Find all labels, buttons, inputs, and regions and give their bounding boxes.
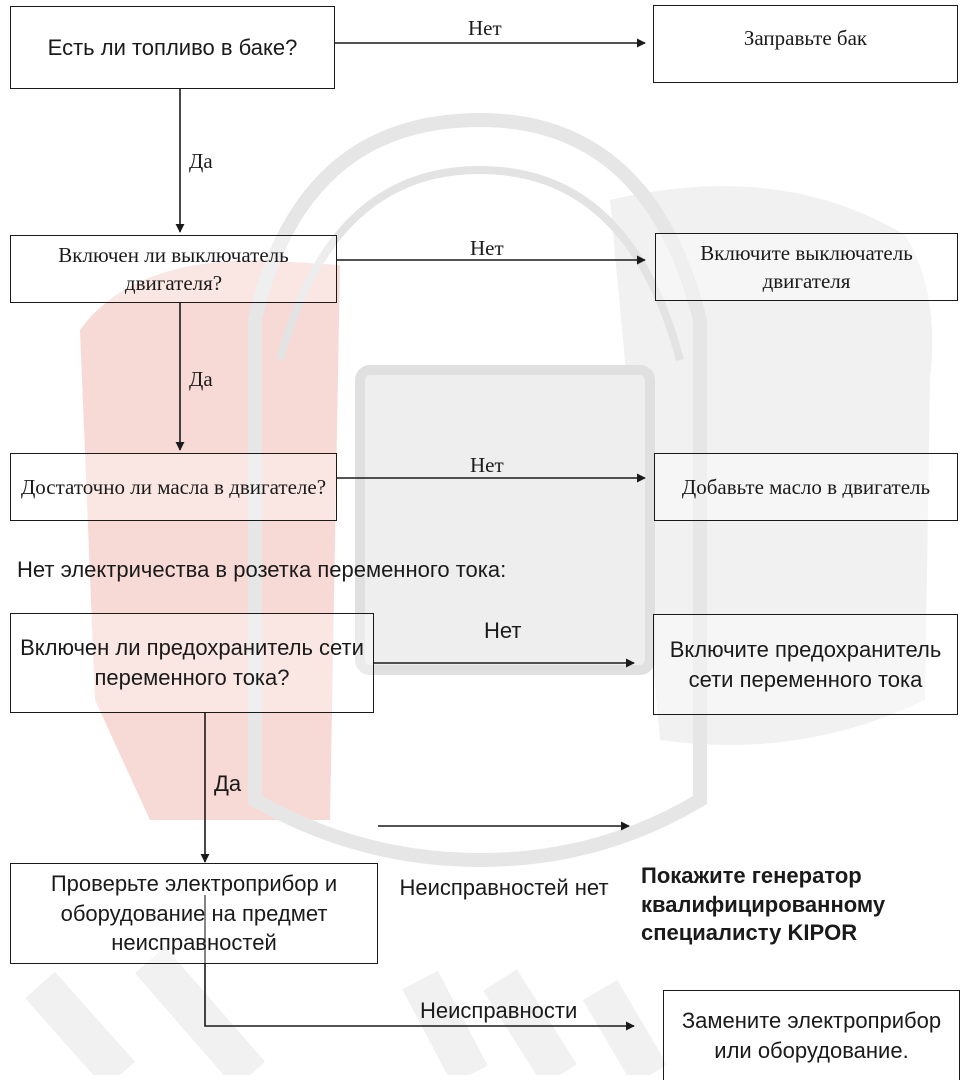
edge-label-yes-3: Да bbox=[214, 771, 242, 796]
node-fuel-question: Есть ли топливо в баке? bbox=[10, 6, 335, 89]
node-replace-appliance: Замените электроприбор или оборудование. bbox=[663, 990, 960, 1080]
node-breaker-action: Включите предохранитель сети переменного… bbox=[653, 614, 958, 715]
node-switch-action: Включите выключатель двигателя bbox=[655, 233, 958, 301]
section-title: Нет электричества в розетка переменного … bbox=[17, 557, 507, 582]
node-breaker-question-text: Включен ли предохранитель сети переменно… bbox=[20, 635, 364, 690]
node-oil-question-text: Достаточно ли масла в двигателе? bbox=[20, 474, 327, 499]
edge-label-no-faults: Неисправностей нет bbox=[399, 875, 609, 900]
edge-label-no-2: Нет bbox=[470, 236, 504, 260]
node-breaker-action-text: Включите предохранитель сети переменного… bbox=[669, 636, 942, 692]
node-show-dealer: Покажите генератор квалифицированному сп… bbox=[641, 863, 886, 946]
node-oil-question: Достаточно ли масла в двигателе? bbox=[10, 453, 337, 521]
node-oil-action-text: Добавьте масло в двигатель bbox=[681, 474, 931, 499]
node-breaker-question: Включен ли предохранитель сети переменно… bbox=[10, 613, 374, 713]
node-switch-question-text: Включен ли выключатель двигателя? bbox=[58, 242, 289, 295]
node-appliance-question: Проверьте электроприбор и оборудование н… bbox=[10, 863, 378, 964]
node-fuel-question-text: Есть ли топливо в баке? bbox=[47, 34, 298, 60]
edge-label-no-3: Нет bbox=[470, 453, 504, 477]
edge-label-no-4: Нет bbox=[484, 618, 522, 643]
edge-label-yes-1: Да bbox=[189, 149, 213, 173]
node-fill-tank: Заправьте бак bbox=[653, 5, 958, 83]
node-fill-tank-text: Заправьте бак bbox=[743, 26, 868, 50]
node-switch-question: Включен ли выключатель двигателя? bbox=[10, 235, 337, 303]
edge-label-faults: Неисправности bbox=[420, 998, 578, 1023]
node-appliance-question-text: Проверьте электроприбор и оборудование н… bbox=[50, 870, 338, 956]
node-replace-appliance-text: Замените электроприбор или оборудование. bbox=[681, 1007, 942, 1063]
node-oil-action: Добавьте масло в двигатель bbox=[654, 453, 958, 521]
edge-label-no-1: Нет bbox=[468, 16, 502, 40]
edge-label-yes-2: Да bbox=[189, 367, 213, 391]
node-switch-action-text: Включите выключатель двигателя bbox=[700, 240, 913, 293]
